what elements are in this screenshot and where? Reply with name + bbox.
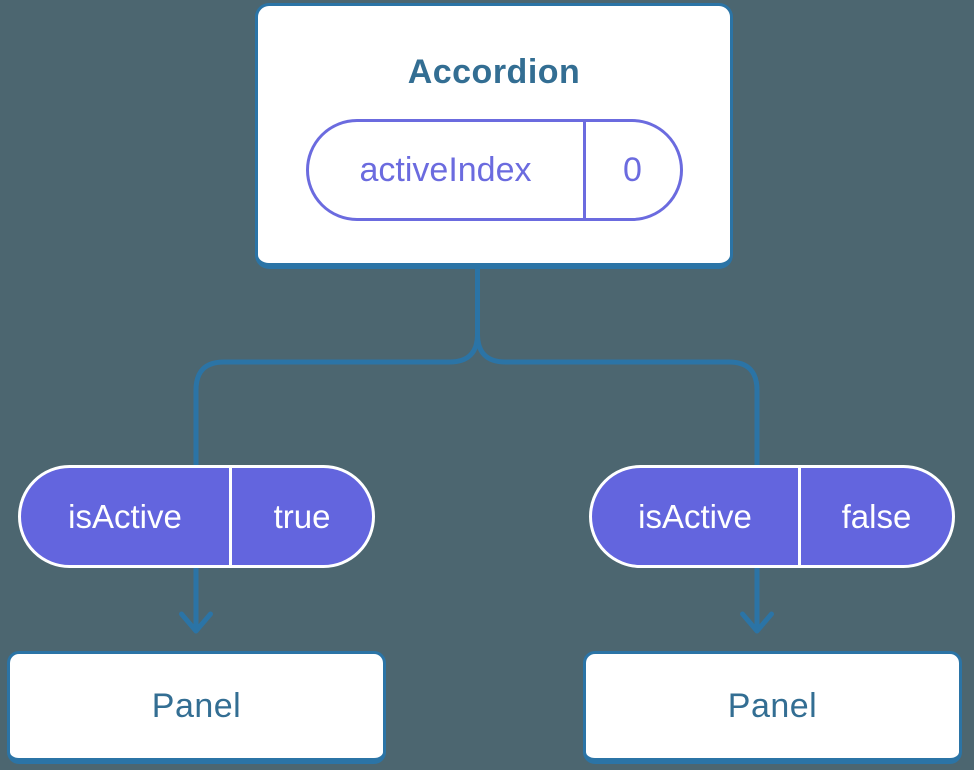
prop-pill-left: isActive true bbox=[18, 465, 375, 568]
state-pill: activeIndex 0 bbox=[305, 119, 683, 221]
arrowhead-down-icon bbox=[179, 611, 213, 634]
panel-node-left: Panel bbox=[7, 651, 386, 764]
prop-value-label: false bbox=[798, 468, 952, 565]
prop-name-label: isActive bbox=[68, 497, 182, 535]
prop-pill-right: isActive false bbox=[589, 465, 955, 568]
arrowhead-down-icon bbox=[740, 611, 774, 634]
panel-title: Panel bbox=[151, 686, 242, 725]
prop-name-label: isActive bbox=[638, 497, 752, 535]
state-value-label: 0 bbox=[582, 122, 680, 218]
accordion-component-node: Accordion activeIndex 0 bbox=[255, 3, 733, 269]
prop-value-label: true bbox=[229, 468, 372, 565]
component-title: Accordion bbox=[407, 53, 581, 91]
state-name-label: activeIndex bbox=[359, 150, 532, 189]
panel-title: Panel bbox=[727, 686, 818, 725]
connector-branch-right bbox=[475, 261, 760, 631]
connector-branch-left bbox=[193, 261, 480, 631]
panel-node-right: Panel bbox=[583, 651, 962, 764]
